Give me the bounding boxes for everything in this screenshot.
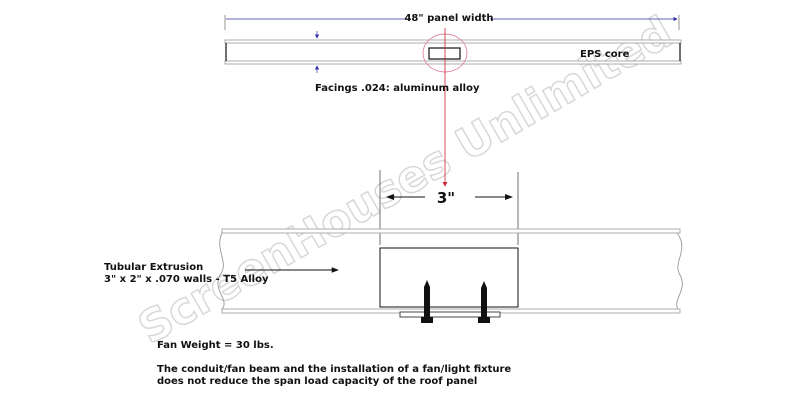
note-line2: does not reduce the span load capacity o… [157, 376, 477, 387]
bolt-icon [421, 280, 433, 323]
panel-top-view: 48" panel width EPS core Facings .024: a… [224, 13, 682, 187]
tubular-extrusion [379, 247, 519, 308]
extrusion-label-line1: Tubular Extrusion [104, 262, 203, 273]
bolt-icon [478, 281, 490, 323]
extrusion-section [428, 47, 461, 60]
eps-core-label: EPS core [580, 49, 630, 60]
note-line1: The conduit/fan beam and the installatio… [157, 364, 511, 375]
panel-detail-view: 3" Tubular Extrusion 3" x 2" x .070 wall… [104, 170, 683, 323]
facings-label: Facings .024: aluminum alloy [315, 83, 480, 94]
extrusion-label-line2: 3" x 2" x .070 walls - T5 Alloy [104, 274, 269, 285]
mounting-plate [399, 311, 501, 318]
panel-width-label: 48" panel width [404, 13, 493, 24]
dimension-3in-label: 3" [437, 189, 455, 207]
fan-weight-note: Fan Weight = 30 lbs. [157, 340, 274, 351]
